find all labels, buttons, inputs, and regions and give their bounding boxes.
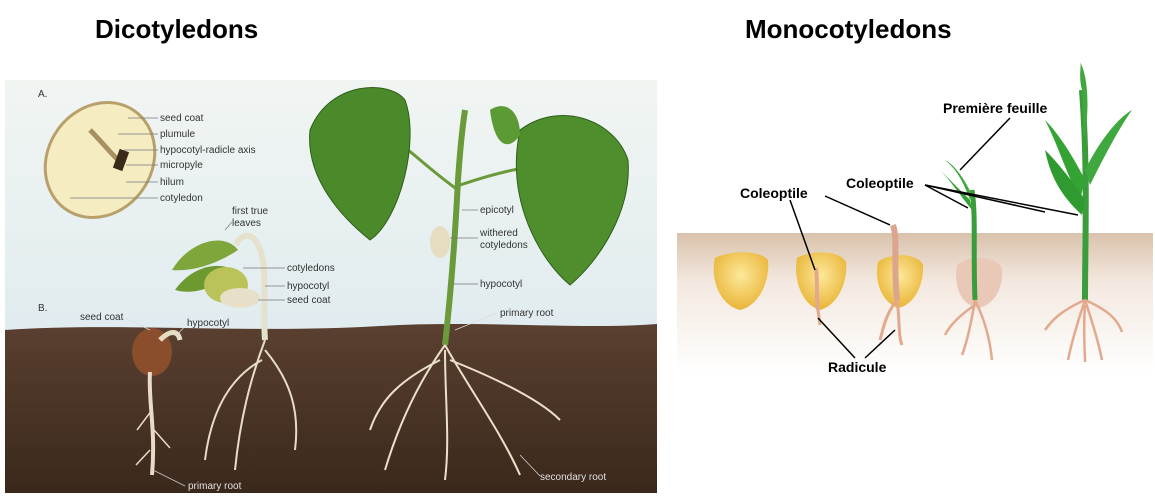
label-epicotyl: epicotyl — [480, 205, 514, 216]
label-plumule: plumule — [160, 129, 195, 140]
label-first-true-1: first true — [232, 206, 269, 217]
label-hilum: hilum — [160, 177, 184, 188]
label-hypocotyl-radicle-axis: hypocotyl-radicle axis — [160, 145, 256, 156]
section-b-label: B. — [38, 303, 47, 314]
label-radicule: Radicule — [828, 359, 887, 375]
monocot-panel: Première feuille Coleoptile Coleoptile R… — [677, 62, 1153, 375]
label-seed-coat-c: seed coat — [287, 295, 331, 306]
label-withered-2: cotyledons — [480, 240, 528, 251]
label-cotyledon: cotyledon — [160, 193, 203, 204]
label-secondary-root: secondary root — [540, 472, 606, 483]
label-withered-1: withered — [479, 228, 518, 239]
dicot-panel: A. B. seed coat plumule hypocotyl-radicl… — [5, 80, 657, 493]
label-hypocotyl-c: hypocotyl — [480, 279, 522, 290]
label-hypocotyl-b: hypocotyl — [187, 318, 229, 329]
label-hypocotyl: hypocotyl — [287, 281, 329, 292]
label-first-true-2: leaves — [232, 218, 261, 229]
section-a-label: A. — [38, 89, 47, 100]
dicot-soil — [5, 324, 657, 493]
label-seed-coat-b: seed coat — [80, 312, 124, 323]
label-coleoptile-2: Coleoptile — [846, 175, 914, 191]
label-premiere-feuille: Première feuille — [943, 100, 1047, 116]
label-cotyledons: cotyledons — [287, 263, 335, 274]
label-micropyle: micropyle — [160, 160, 203, 171]
label-primary-root-c: primary root — [500, 308, 554, 319]
label-primary-root-a: primary root — [188, 481, 242, 492]
label-coleoptile-1: Coleoptile — [740, 185, 808, 201]
label-seed-coat: seed coat — [160, 113, 204, 124]
